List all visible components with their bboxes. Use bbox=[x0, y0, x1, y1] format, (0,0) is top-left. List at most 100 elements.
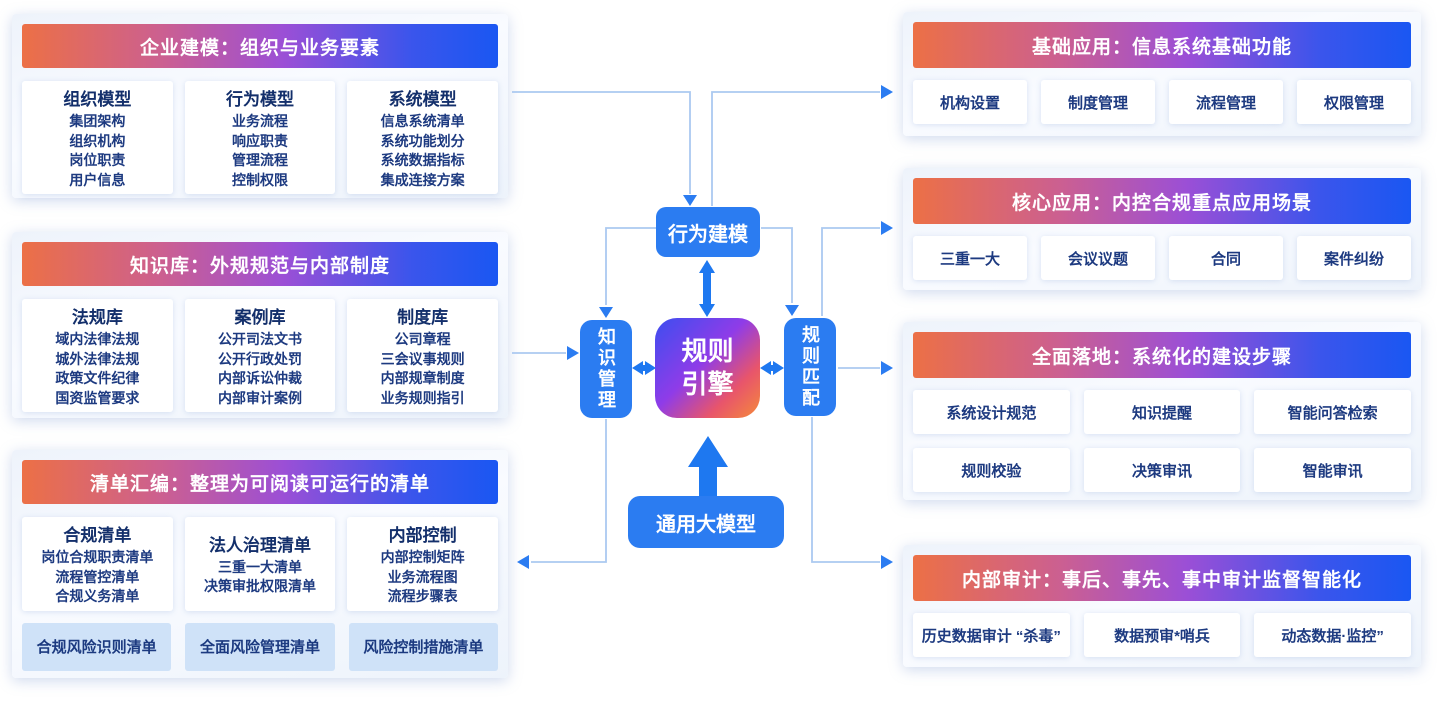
group-item: 内部诉讼仲裁 bbox=[217, 370, 302, 386]
panel-internal-audit: 内部审计：事后、事先、事中审计监督智能化历史数据审计 “杀毒” 数据预审*哨兵动态… bbox=[903, 545, 1421, 667]
group-item: 决策审批权限清单 bbox=[203, 578, 316, 595]
arrow-right-implementation bbox=[881, 361, 893, 375]
arrow-left-lists bbox=[517, 555, 529, 569]
item-box: 制度管理 bbox=[1041, 80, 1155, 124]
group-item: 三会议事规则 bbox=[380, 350, 465, 367]
group-title: 内部控制 bbox=[388, 526, 457, 545]
group-box: 法规库域内法律法规城外法律法规政策文件纪律国资监管要求 bbox=[22, 299, 173, 412]
group-item: 岗位合规职责清单 bbox=[41, 549, 154, 565]
panel-body: 法规库域内法律法规城外法律法规政策文件纪律国资监管要求案例库公开司法文书公开行政… bbox=[22, 299, 498, 412]
group-title: 案例库 bbox=[234, 308, 286, 327]
item-box: 流程管理 bbox=[1169, 80, 1283, 124]
arrow-down-knowledge bbox=[599, 307, 613, 318]
group-item: 系统功能划分 bbox=[380, 132, 465, 149]
group-item: 系统数据指标 bbox=[380, 152, 465, 168]
item-box: 数据预审*哨兵 bbox=[1083, 613, 1241, 657]
panel-header-enterprise-modeling: 企业建模：组织与业务要素 bbox=[22, 24, 498, 68]
footer-row: 合规风险识则清单全面风险管理清单风险控制措施清单 bbox=[22, 622, 498, 671]
group-item: 控制权限 bbox=[231, 171, 288, 188]
group-item: 公开司法文书 bbox=[217, 331, 302, 347]
group-item: 岗位职责 bbox=[69, 152, 126, 168]
item-box: 系统设计规范 bbox=[913, 390, 1070, 434]
panel-core-apps: 核心应用：内控合规重点应用场景三重一大会议议题合同案件纠纷 bbox=[903, 168, 1421, 290]
panel-body: 组织模型集团架构组织机构岗位职责用户信息行为模型业务流程响应职责管理流程控制权限… bbox=[22, 81, 498, 194]
group-item: 合规义务清单 bbox=[55, 588, 140, 604]
panel-list-compilation: 清单汇编：整理为可阅读可运行的清单合规清单岗位合规职责清单流程管控清单合规义务清… bbox=[12, 450, 508, 678]
group-item: 业务流程 bbox=[231, 113, 288, 129]
arrow-right-core-apps bbox=[881, 221, 893, 235]
group-item: 集团架构 bbox=[69, 113, 126, 129]
rule-matching-node: 规则匹配 bbox=[784, 318, 836, 416]
group-item: 流程步骤表 bbox=[387, 588, 458, 604]
item-box: 规则校验 bbox=[913, 448, 1070, 492]
group-item: 内部规章制度 bbox=[380, 370, 465, 386]
group-title: 法人治理清单 bbox=[208, 535, 311, 555]
group-item: 管理流程 bbox=[231, 152, 288, 168]
group-item: 集成连接方案 bbox=[380, 171, 465, 188]
arrow-right-audit bbox=[881, 555, 893, 569]
arrow-down-behavior bbox=[683, 195, 697, 206]
item-box: 动态数据·监控” bbox=[1254, 613, 1411, 657]
group-item: 业务规则指引 bbox=[380, 389, 465, 406]
panel-implementation: 全面落地：系统化的建设步骤系统设计规范知识提醒智能问答检索规则校验决策审讯智能审… bbox=[903, 322, 1421, 500]
group-box: 法人治理清单三重一大清单决策审批权限清单 bbox=[184, 517, 336, 611]
item-box: 决策审讯 bbox=[1083, 448, 1241, 492]
group-item: 域内法律法规 bbox=[55, 331, 140, 347]
rule-engine-node: 规则引擎 bbox=[655, 318, 760, 418]
group-item: 国资监管要求 bbox=[55, 389, 140, 406]
items-grid: 机构设置制度管理流程管理权限管理 bbox=[913, 80, 1411, 124]
item-box: 知识提醒 bbox=[1083, 390, 1241, 434]
group-title: 法规库 bbox=[71, 308, 123, 327]
panel-header-internal-audit: 内部审计：事后、事先、事中审计监督智能化 bbox=[913, 555, 1411, 601]
group-item: 组织机构 bbox=[69, 132, 126, 149]
group-item: 信息系统清单 bbox=[380, 113, 465, 129]
item-box: 权限管理 bbox=[1297, 80, 1411, 124]
panel-enterprise-modeling: 企业建模：组织与业务要素组织模型集团架构组织机构岗位职责用户信息行为模型业务流程… bbox=[12, 14, 508, 198]
group-box: 系统模型信息系统清单系统功能划分系统数据指标集成连接方案 bbox=[347, 81, 498, 194]
group-box: 行为模型业务流程响应职责管理流程控制权限 bbox=[184, 81, 336, 194]
group-item: 政策文件纪律 bbox=[55, 370, 140, 386]
group-item: 内部审计案例 bbox=[217, 389, 302, 406]
panel-header-knowledge-base: 知识库：外规规范与内部制度 bbox=[22, 242, 498, 286]
group-item: 内部控制矩阵 bbox=[380, 549, 465, 565]
panel-body: 合规清单岗位合规职责清单流程管控清单合规义务清单 法人治理清单三重一大清单决策审批… bbox=[22, 517, 498, 611]
group-title: 合规清单 bbox=[63, 526, 132, 545]
group-title: 行为模型 bbox=[225, 90, 294, 109]
group-item: 响应职责 bbox=[231, 132, 288, 149]
group-title: 系统模型 bbox=[388, 90, 457, 109]
behavior-modeling-node: 行为建模 bbox=[656, 207, 760, 257]
group-item: 流程管控清单 bbox=[55, 568, 140, 585]
item-box: 案件纠纷 bbox=[1297, 236, 1411, 280]
footer-item: 风险控制措施清单 bbox=[348, 622, 498, 671]
footer-item: 全面风险管理清单 bbox=[185, 622, 335, 671]
group-item: 业务流程图 bbox=[387, 568, 458, 585]
group-box: 内部控制内部控制矩阵业务流程图流程步骤表 bbox=[347, 517, 498, 611]
group-title: 制度库 bbox=[397, 308, 449, 327]
rule-engine-label: 规则引擎 bbox=[681, 336, 734, 399]
panel-header-core-apps: 核心应用：内控合规重点应用场景 bbox=[913, 178, 1411, 224]
panel-knowledge-base: 知识库：外规规范与内部制度法规库域内法律法规城外法律法规政策文件纪律国资监管要求… bbox=[12, 232, 508, 418]
footer-item: 合规风险识则清单 bbox=[22, 622, 172, 671]
item-box: 合同 bbox=[1169, 236, 1283, 280]
panel-header-implementation: 全面落地：系统化的建设步骤 bbox=[913, 332, 1411, 378]
panel-header-basic-apps: 基础应用：信息系统基础功能 bbox=[913, 22, 1411, 68]
panel-header-list-compilation: 清单汇编：整理为可阅读可运行的清单 bbox=[22, 460, 498, 504]
knowledge-management-node: 知识管理 bbox=[580, 320, 632, 418]
item-box: 智能问答检索 bbox=[1254, 390, 1411, 434]
items-grid: 系统设计规范知识提醒智能问答检索规则校验决策审讯智能审讯 bbox=[913, 390, 1411, 492]
arrow-down-match bbox=[785, 305, 799, 316]
arrow-right-knowledge bbox=[567, 346, 579, 360]
group-item: 三重一大清单 bbox=[217, 558, 302, 575]
item-box: 会议议题 bbox=[1041, 236, 1155, 280]
item-box: 智能审讯 bbox=[1254, 448, 1411, 492]
general-llm-node: 通用大模型 bbox=[628, 496, 784, 548]
arrow-right-basic-apps bbox=[881, 85, 893, 99]
item-box: 三重一大 bbox=[913, 236, 1027, 280]
group-item: 用户信息 bbox=[69, 171, 126, 188]
group-box: 组织模型集团架构组织机构岗位职责用户信息 bbox=[22, 81, 173, 194]
items-grid: 历史数据审计 “杀毒” 数据预审*哨兵动态数据·监控” bbox=[913, 613, 1411, 657]
group-item: 公开行政处罚 bbox=[217, 350, 302, 367]
item-box: 历史数据审计 “杀毒” bbox=[913, 613, 1070, 657]
